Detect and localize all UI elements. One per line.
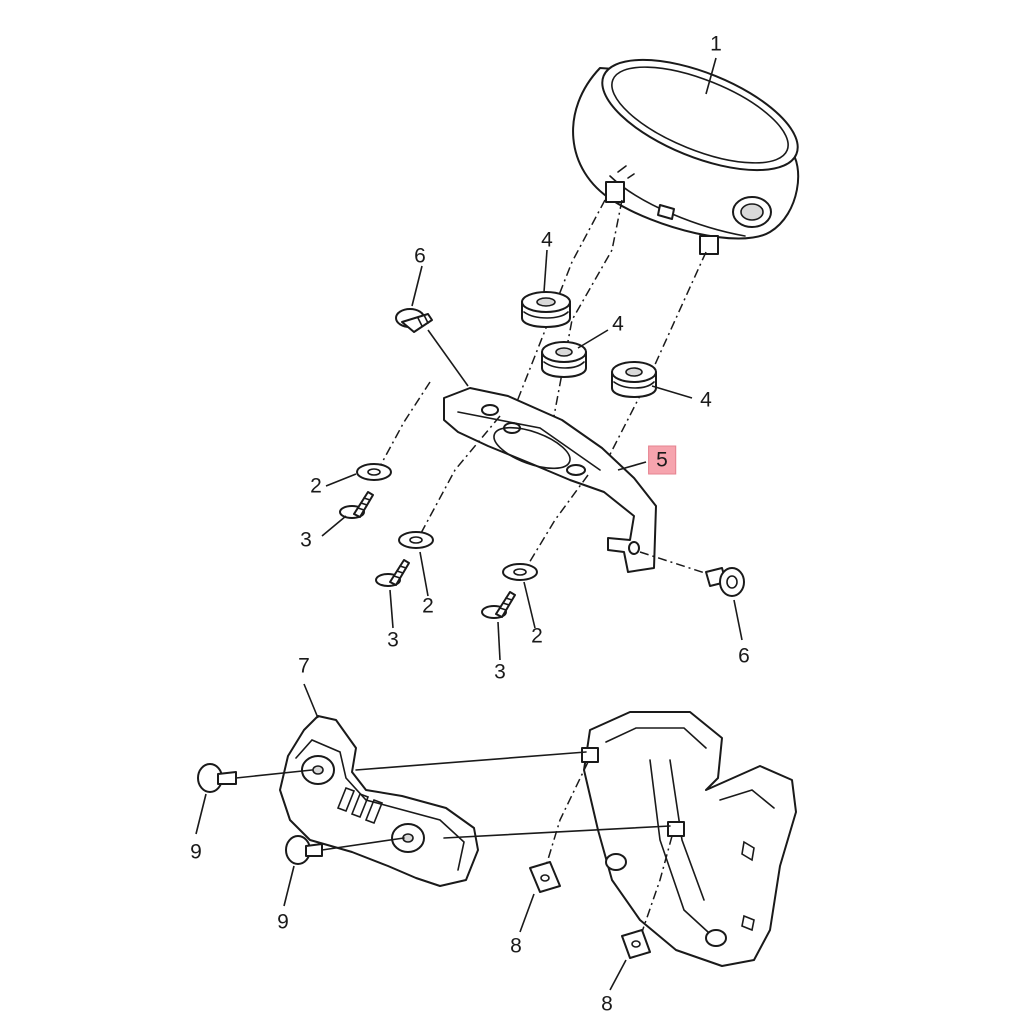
callout-4: 4 [541, 228, 553, 252]
cover-plate [279, 715, 479, 887]
assembly-line [504, 199, 606, 433]
assembly-line [547, 199, 623, 449]
callout-7: 7 [298, 654, 310, 678]
callout-2: 2 [422, 594, 434, 618]
callout-3: 3 [387, 628, 399, 652]
washer [356, 463, 392, 481]
callout-1: 1 [710, 32, 722, 56]
damper-rubber [521, 291, 571, 328]
bolt [395, 308, 433, 333]
callout-9: 9 [190, 840, 202, 864]
damper-rubber [611, 361, 657, 398]
callout-9: 9 [277, 910, 289, 934]
callout-3: 3 [494, 660, 506, 684]
bolt [705, 567, 745, 597]
bolt [285, 835, 323, 865]
washer [502, 563, 538, 581]
frame-bracket [581, 711, 797, 967]
screw [339, 491, 374, 519]
clip-nut [621, 929, 651, 959]
callout-6: 6 [414, 244, 426, 268]
screw [375, 559, 410, 587]
damper-rubber [541, 341, 587, 378]
meter-assembly [572, 58, 800, 255]
bolt [197, 763, 237, 793]
meter-bracket [443, 387, 657, 573]
callout-2: 2 [310, 474, 322, 498]
callout-6: 6 [738, 644, 750, 668]
clip-nut [529, 861, 561, 893]
callout-4: 4 [612, 312, 624, 336]
washer [398, 531, 434, 549]
callout-8: 8 [510, 934, 522, 958]
callout-2: 2 [531, 624, 543, 648]
assembly-line [597, 251, 707, 479]
callout-8: 8 [601, 992, 613, 1016]
callout-3: 3 [300, 528, 312, 552]
callout-5-highlighted: 5 [648, 445, 676, 475]
callout-4: 4 [700, 388, 712, 412]
screw [481, 591, 516, 619]
